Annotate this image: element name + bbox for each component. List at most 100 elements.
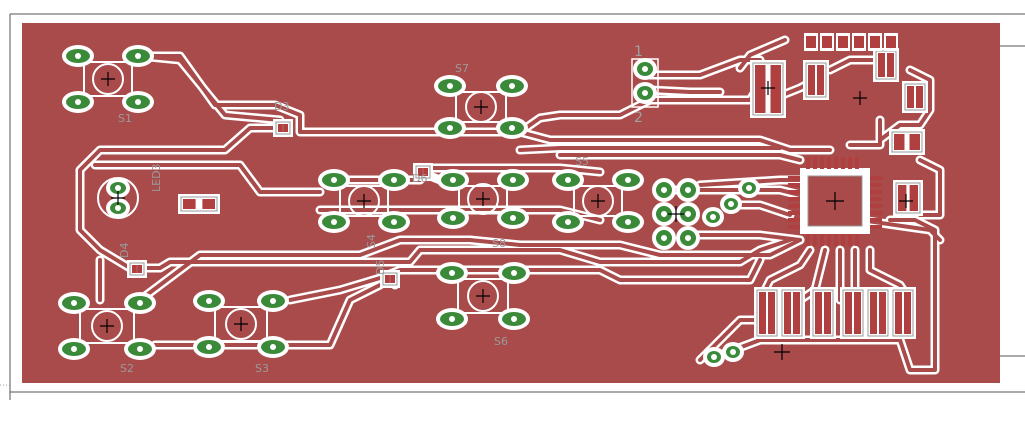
origin-cross (476, 289, 490, 303)
crystal (893, 180, 923, 216)
led3-footprint (97, 177, 139, 219)
label-s5: S5 (575, 155, 589, 168)
connector-pin1-label: 1 (634, 44, 643, 60)
pad (434, 117, 466, 139)
label-s8: S8 (492, 237, 506, 250)
switch-s4 (318, 169, 410, 233)
pad (124, 292, 156, 314)
pad (497, 207, 529, 229)
label-s2: S2 (120, 362, 134, 375)
origin-cross (774, 344, 790, 360)
pad (652, 202, 676, 226)
pad (612, 169, 644, 191)
label-d5: D5 (374, 260, 387, 275)
diode-d5 (380, 270, 400, 288)
switch-s7 (434, 75, 528, 139)
pad (62, 91, 94, 113)
pad (633, 82, 657, 104)
origin-cross (899, 194, 913, 208)
connector-2pin (631, 58, 659, 108)
pad (193, 336, 225, 358)
microcontroller-chip (788, 157, 882, 246)
pad (552, 169, 584, 191)
connector-pin2-label: 2 (634, 110, 643, 126)
pad (436, 262, 468, 284)
pad (498, 308, 530, 330)
origin-cross (668, 206, 684, 222)
label-s4: S4 (365, 234, 378, 248)
diode-d6 (413, 163, 433, 181)
label-d4: D4 (118, 243, 131, 258)
pad (193, 290, 225, 312)
origin-cross (100, 319, 114, 333)
pad (497, 169, 529, 191)
pad (676, 226, 700, 250)
pad (552, 211, 584, 233)
resistor-r-led (178, 194, 220, 214)
label-s1: S1 (118, 112, 132, 125)
origin-cross (111, 191, 125, 205)
pad (496, 75, 528, 97)
pad (122, 45, 154, 67)
top-header-pads (804, 33, 898, 51)
pad (676, 178, 700, 202)
origin-cross (476, 192, 490, 206)
origin-cross (761, 81, 775, 95)
pad (257, 290, 289, 312)
origin-cross (357, 194, 371, 208)
capacitor-c3 (902, 81, 928, 113)
pad (434, 75, 466, 97)
label-s7: S7 (455, 62, 469, 75)
pad (257, 336, 289, 358)
diode-d4 (127, 260, 147, 278)
switch-s8 (437, 169, 529, 229)
resistor-bank-6 (890, 287, 916, 339)
pad (612, 211, 644, 233)
pad (318, 169, 350, 191)
switch-s5 (552, 169, 644, 233)
pad (318, 211, 350, 233)
pad (106, 198, 130, 218)
origin-cross (591, 194, 605, 208)
pad (496, 117, 528, 139)
resistor-r1 (889, 129, 925, 155)
pad (378, 211, 410, 233)
switch-s3 (193, 290, 289, 358)
pad (58, 292, 90, 314)
resistor-bank-5 (865, 287, 891, 339)
capacitor-c2 (873, 48, 899, 82)
power-pads (703, 342, 744, 367)
pad (437, 169, 469, 191)
pad (702, 207, 724, 227)
origin-cross (234, 317, 248, 331)
resistor-bank-4 (840, 287, 866, 339)
switch-s6 (436, 262, 530, 330)
pad (122, 91, 154, 113)
isp-header (652, 178, 760, 250)
pad (378, 169, 410, 191)
label-led3: LED3 (150, 163, 163, 192)
origin-cross (101, 72, 115, 86)
pad (124, 338, 156, 360)
pad (676, 202, 700, 226)
pad (62, 45, 94, 67)
capacitor-c1 (803, 60, 829, 100)
pad (58, 338, 90, 360)
pad (498, 262, 530, 284)
pad (652, 178, 676, 202)
pad (652, 226, 676, 250)
pad (436, 308, 468, 330)
switch-s1 (62, 45, 154, 113)
origin-cross (474, 100, 488, 114)
pad (106, 178, 130, 198)
label-d6: D6 (412, 172, 427, 185)
pad (703, 347, 725, 367)
pad (437, 207, 469, 229)
label-d3: D3 (274, 100, 289, 113)
pad (633, 58, 657, 80)
resistor-bank-2 (779, 287, 805, 339)
pad (738, 178, 760, 198)
pad (722, 342, 744, 362)
diode-d3 (273, 119, 293, 137)
